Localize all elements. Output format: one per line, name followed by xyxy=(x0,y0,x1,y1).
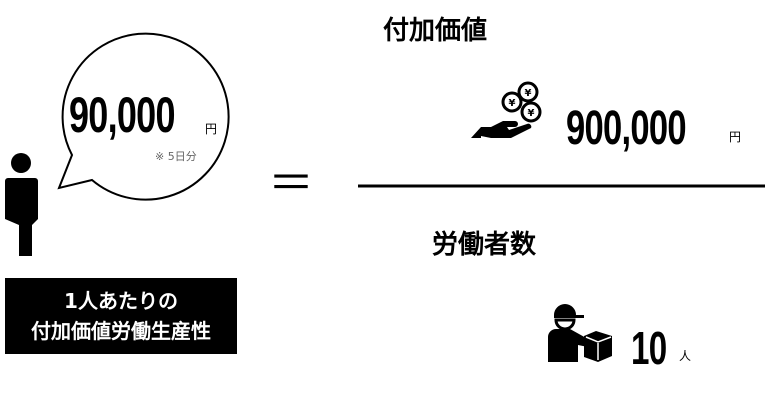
person-icon xyxy=(5,153,38,256)
svg-text:¥: ¥ xyxy=(525,88,532,99)
svg-text:¥: ¥ xyxy=(528,108,535,119)
per-person-value: 90,000 xyxy=(69,87,176,143)
label-line1: 1人あたりの xyxy=(64,289,178,313)
denominator-unit: 人 xyxy=(679,349,692,363)
per-person-note: ※ 5日分 xyxy=(155,150,197,163)
equals-sign: ＝ xyxy=(268,156,314,210)
denominator-value: 10 xyxy=(631,322,667,374)
numerator-value: 900,000 xyxy=(566,102,687,155)
svg-text:¥: ¥ xyxy=(509,98,516,109)
numerator-unit: 円 xyxy=(729,130,742,144)
delivery-worker-icon xyxy=(548,304,612,362)
yen-coins-hand-icon: ¥ ¥ ¥ xyxy=(471,81,542,138)
speech-bubble xyxy=(57,32,230,201)
label-line2: 付加価値労働生産性 xyxy=(31,319,211,343)
denominator-title: 労働者数 xyxy=(432,230,537,260)
per-person-unit: 円 xyxy=(205,122,218,136)
label-box: 1人あたりの 付加価値労働生産性 xyxy=(5,278,237,354)
numerator-title: 付加価値 xyxy=(383,16,488,46)
